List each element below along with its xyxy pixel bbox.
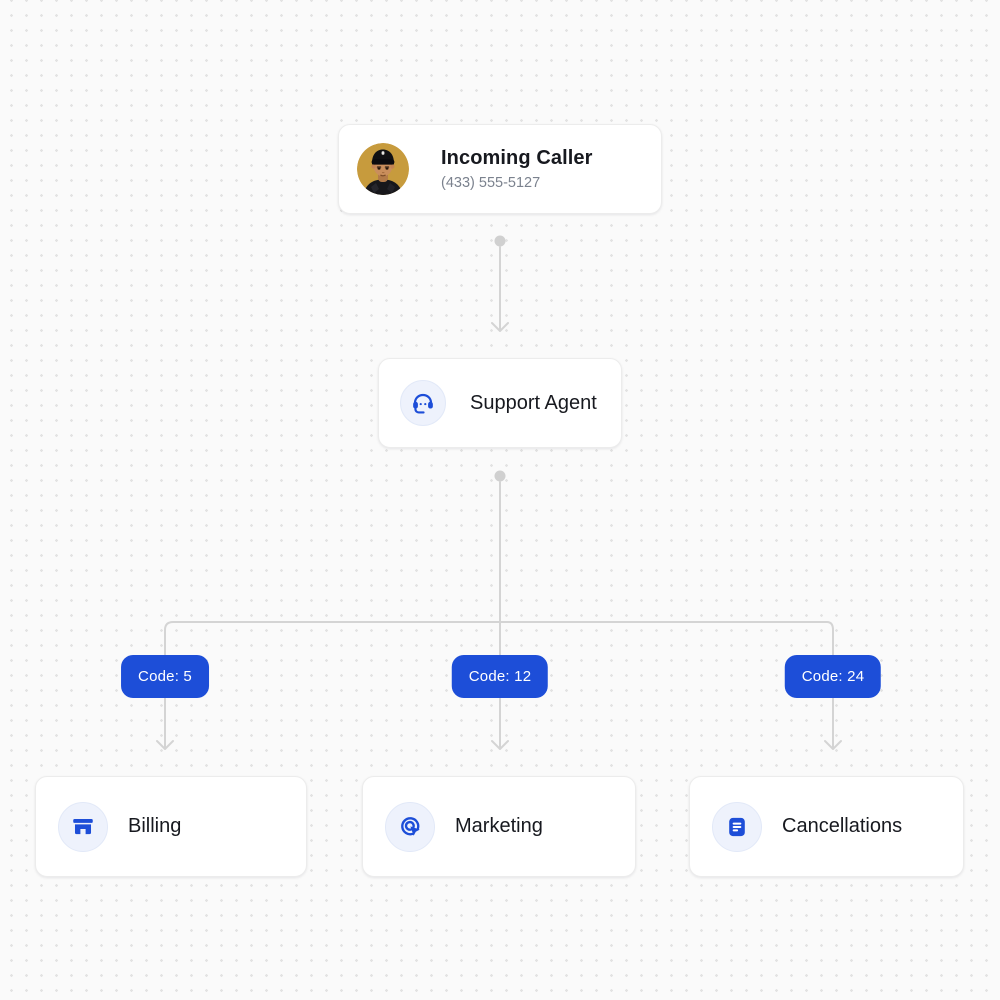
incoming-caller-node[interactable]: Incoming Caller (433) 555-5127 — [338, 124, 662, 214]
cancellations-icon-circle — [712, 801, 762, 852]
marketing-label: Marketing — [455, 815, 543, 837]
caller-title: Incoming Caller — [441, 147, 593, 169]
caller-photo-illustration — [357, 143, 409, 195]
code-badge-cancellations[interactable]: Code: 24 — [784, 655, 882, 698]
caller-avatar — [357, 143, 409, 195]
cancellations-label: Cancellations — [782, 815, 903, 837]
agent-icon-circle — [400, 380, 446, 426]
cancellations-node[interactable]: Cancellations — [689, 776, 964, 877]
marketing-node[interactable]: Marketing — [362, 776, 636, 877]
headset-icon — [413, 393, 433, 414]
marketing-icon-circle — [385, 801, 435, 852]
code-badge-marketing[interactable]: Code: 12 — [451, 655, 549, 698]
billing-node[interactable]: Billing — [35, 776, 307, 877]
click-target-icon — [400, 817, 420, 836]
document-lines-icon — [729, 817, 745, 836]
caller-phone: (433) 555-5127 — [441, 175, 541, 191]
agent-label: Support Agent — [470, 391, 597, 414]
storefront-icon — [73, 818, 93, 834]
billing-label: Billing — [128, 815, 182, 837]
code-badge-billing[interactable]: Code: 5 — [121, 655, 209, 698]
billing-icon-circle — [58, 801, 108, 852]
support-agent-node[interactable]: Support Agent — [378, 358, 622, 448]
